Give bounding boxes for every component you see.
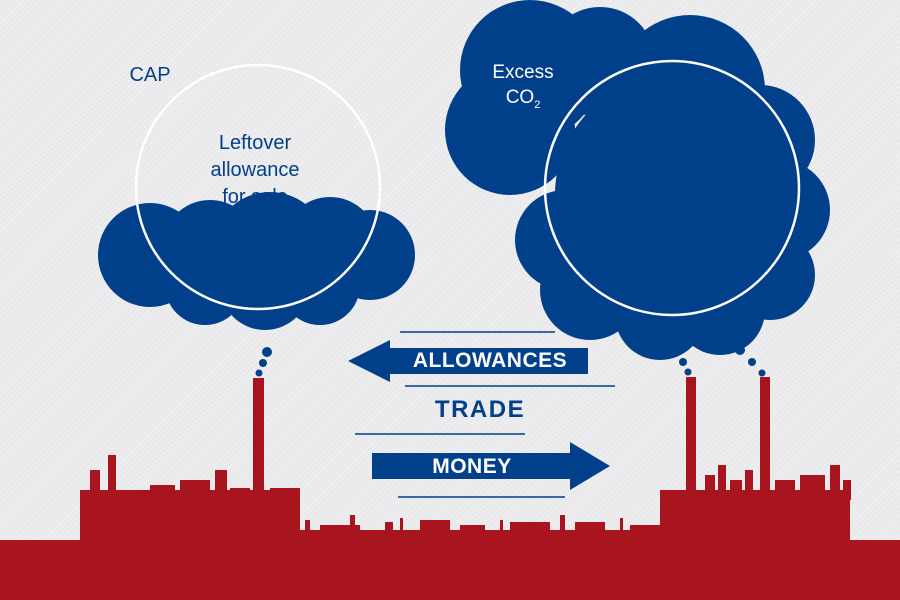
leftover-line-1: Leftover <box>218 132 292 154</box>
allowances-label: ALLOWANCES <box>412 349 568 372</box>
factory-skyline <box>0 377 900 600</box>
allowances-arrow <box>348 331 615 387</box>
left-cap-ring <box>134 63 382 311</box>
leftover-allowance-label: Leftover allowance for sale <box>190 130 320 211</box>
money-label: MONEY <box>432 455 512 478</box>
cap-label: CAP <box>129 64 171 86</box>
leftover-line-3: for sale <box>222 186 288 208</box>
excess-co2-label: Excess CO2 <box>468 60 578 113</box>
excess-line-2: CO2 <box>468 85 578 113</box>
co2-subscript: 2 <box>534 99 541 111</box>
right-cap-ring <box>543 59 801 317</box>
excess-line-1: Excess <box>492 62 554 83</box>
left-emission-cloud <box>98 192 415 330</box>
money-arrow <box>355 433 610 498</box>
trade-label: TRADE <box>434 396 526 423</box>
right-emission-cloud <box>445 0 830 360</box>
co-text: CO <box>505 87 535 108</box>
leftover-line-2: allowance <box>210 159 300 181</box>
smoke-puffs <box>255 345 766 377</box>
